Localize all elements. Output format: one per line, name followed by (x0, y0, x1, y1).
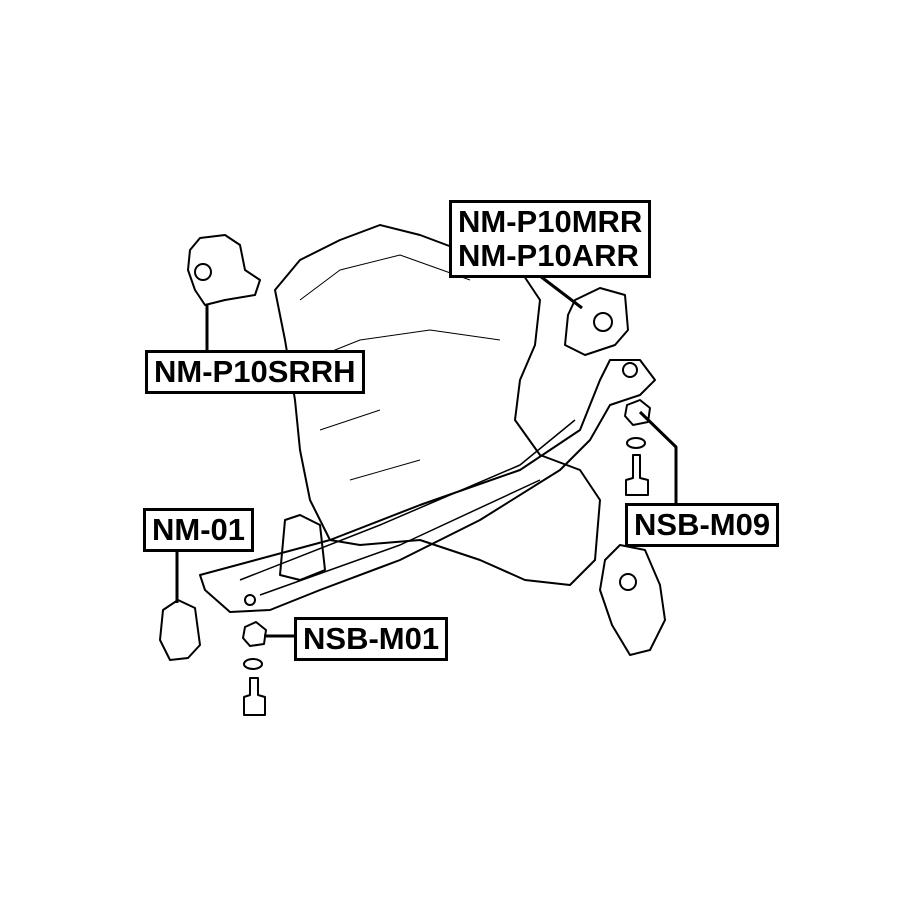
front-nut (242, 621, 267, 647)
right-mount-part (187, 234, 261, 306)
rear-left-mount-part (599, 544, 666, 656)
leader-rear-bolt (638, 410, 678, 503)
rear-left-mount-bushing (619, 573, 637, 591)
rear-bolt-part (625, 454, 649, 496)
rear-washer (626, 437, 646, 449)
engine-block (274, 224, 601, 586)
right-mount-bushing (194, 263, 212, 281)
crossmember-inner (239, 419, 576, 596)
front-mount-part (159, 599, 201, 661)
crossmember-hole (622, 362, 638, 378)
part-number: NM-P10MRR (458, 204, 643, 239)
label-rear-mount: NM-P10MRR NM-P10ARR (449, 200, 652, 278)
label-front-mount: NM-01 (143, 508, 255, 552)
leader-lines (175, 274, 678, 638)
front-bracket (279, 514, 326, 581)
crossmember-hole (244, 594, 256, 606)
label-rear-bolt: NSB-M09 (625, 503, 780, 547)
leader-rear-mount (539, 274, 583, 310)
rear-mount-bushing (593, 312, 613, 332)
label-front-bolt: NSB-M01 (294, 617, 449, 661)
crossmember (199, 359, 656, 613)
rear-mount-part (564, 287, 629, 356)
label-right-mount: NM-P10SRRH (145, 350, 365, 394)
front-washer (243, 658, 263, 670)
front-bolt-part (243, 677, 266, 716)
engine-detail (299, 254, 501, 481)
part-number: NM-P10ARR (458, 238, 639, 273)
rear-nut (624, 399, 651, 426)
